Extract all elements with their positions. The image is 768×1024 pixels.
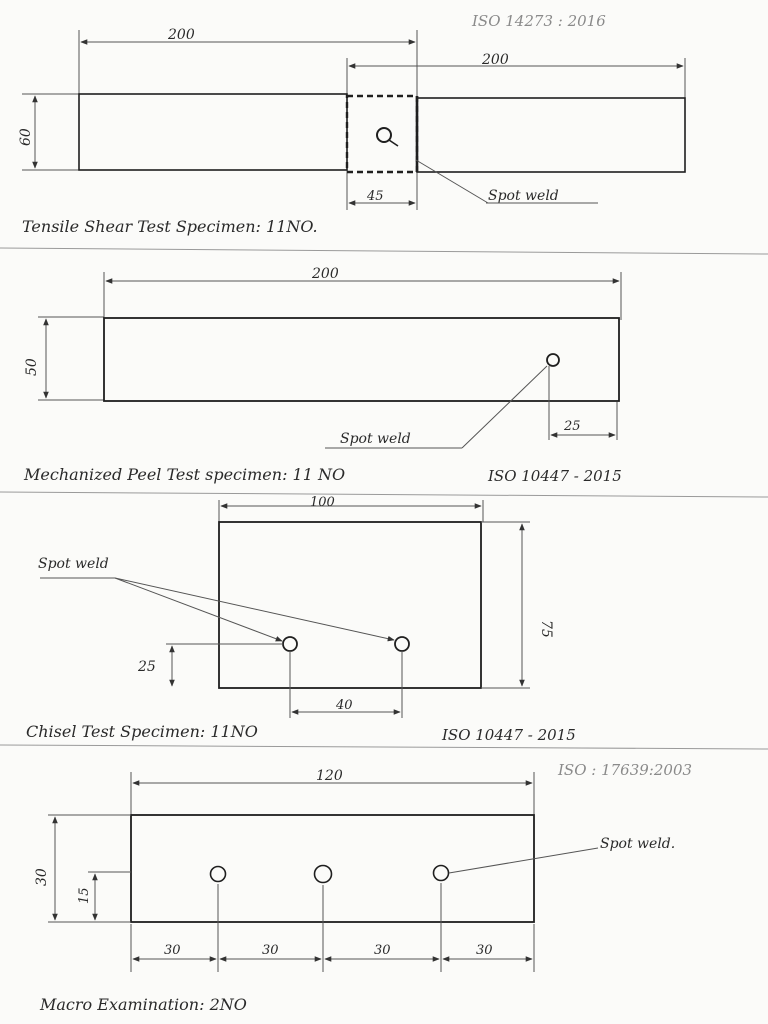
peel-dim-height: 50 xyxy=(24,358,40,376)
peel-caption: Mechanized Peel Test specimen: 11 NO xyxy=(23,465,345,484)
macro-section: ISO : 17639:2003 120 30 15 Spot weld. 30… xyxy=(34,761,692,1014)
chisel-caption: Chisel Test Specimen: 11NO xyxy=(26,722,258,741)
macro-spot-weld-3 xyxy=(432,864,450,882)
peel-standard: ISO 10447 - 2015 xyxy=(487,467,622,485)
chisel-dim-spacing: 40 xyxy=(335,698,353,713)
dim-height: 60 xyxy=(18,128,34,146)
peel-weld-leader xyxy=(461,365,548,449)
macro-seg-2: 30 xyxy=(262,943,279,958)
tensile-overlap-zone xyxy=(345,94,419,174)
peel-dim-length: 200 xyxy=(311,266,339,282)
peel-dim-offset: 25 xyxy=(563,419,581,434)
macro-spot-weld-2 xyxy=(313,864,333,884)
dim-top-left: 200 xyxy=(167,27,195,43)
macro-seg-1: 30 xyxy=(164,943,181,958)
tensile-weld-leader xyxy=(415,159,489,204)
tensile-strip-right xyxy=(416,97,686,173)
chisel-spot-weld-1 xyxy=(282,636,298,652)
macro-weld-leader xyxy=(448,847,599,874)
separator-1 xyxy=(0,247,768,255)
dim-top-right: 200 xyxy=(481,52,509,68)
chisel-weld-leader-2 xyxy=(114,577,395,642)
macro-weld-label: Spot weld. xyxy=(600,836,675,852)
macro-seg-4: 30 xyxy=(476,943,493,958)
tensile-caption: Tensile Shear Test Specimen: 11NO. xyxy=(22,217,318,236)
macro-dim-length: 120 xyxy=(316,768,343,784)
macro-dim-half: 15 xyxy=(77,887,92,904)
macro-specimen xyxy=(130,814,535,923)
macro-seg-3: 30 xyxy=(374,943,391,958)
chisel-specimen xyxy=(218,521,482,689)
tensile-spot-weld xyxy=(376,127,392,143)
chisel-section: 100 75 25 40 Spot weld Chisel Test Speci… xyxy=(26,495,576,744)
tensile-standard: ISO 14273 : 2016 xyxy=(471,12,606,30)
macro-dim-height: 30 xyxy=(34,868,50,886)
peel-section: 200 50 25 Spot weld Mechanized Peel Test… xyxy=(23,266,622,485)
peel-weld-label: Spot weld xyxy=(340,431,411,447)
tensile-weld-label: Spot weld xyxy=(488,188,559,204)
macro-spot-weld-1 xyxy=(209,865,227,883)
macro-caption: Macro Examination: 2NO xyxy=(39,995,247,1014)
chisel-dim-offset: 25 xyxy=(137,659,156,675)
tensile-shear-section: ISO 14273 : 2016 200 200 60 45 Spot weld… xyxy=(18,12,686,236)
peel-spot-weld xyxy=(546,353,560,367)
chisel-weld-leader-1 xyxy=(114,577,283,642)
chisel-spot-weld-2 xyxy=(394,636,410,652)
chisel-dim-height: 75 xyxy=(538,620,554,638)
chisel-weld-label: Spot weld xyxy=(38,556,109,572)
dim-overlap: 45 xyxy=(366,189,384,204)
separator-2 xyxy=(0,491,768,498)
peel-specimen xyxy=(103,317,620,402)
tensile-strip-left xyxy=(78,93,348,171)
chisel-dim-width: 100 xyxy=(310,495,335,510)
chisel-standard: ISO 10447 - 2015 xyxy=(441,726,576,744)
macro-standard: ISO : 17639:2003 xyxy=(557,761,692,779)
separator-3 xyxy=(0,744,768,750)
